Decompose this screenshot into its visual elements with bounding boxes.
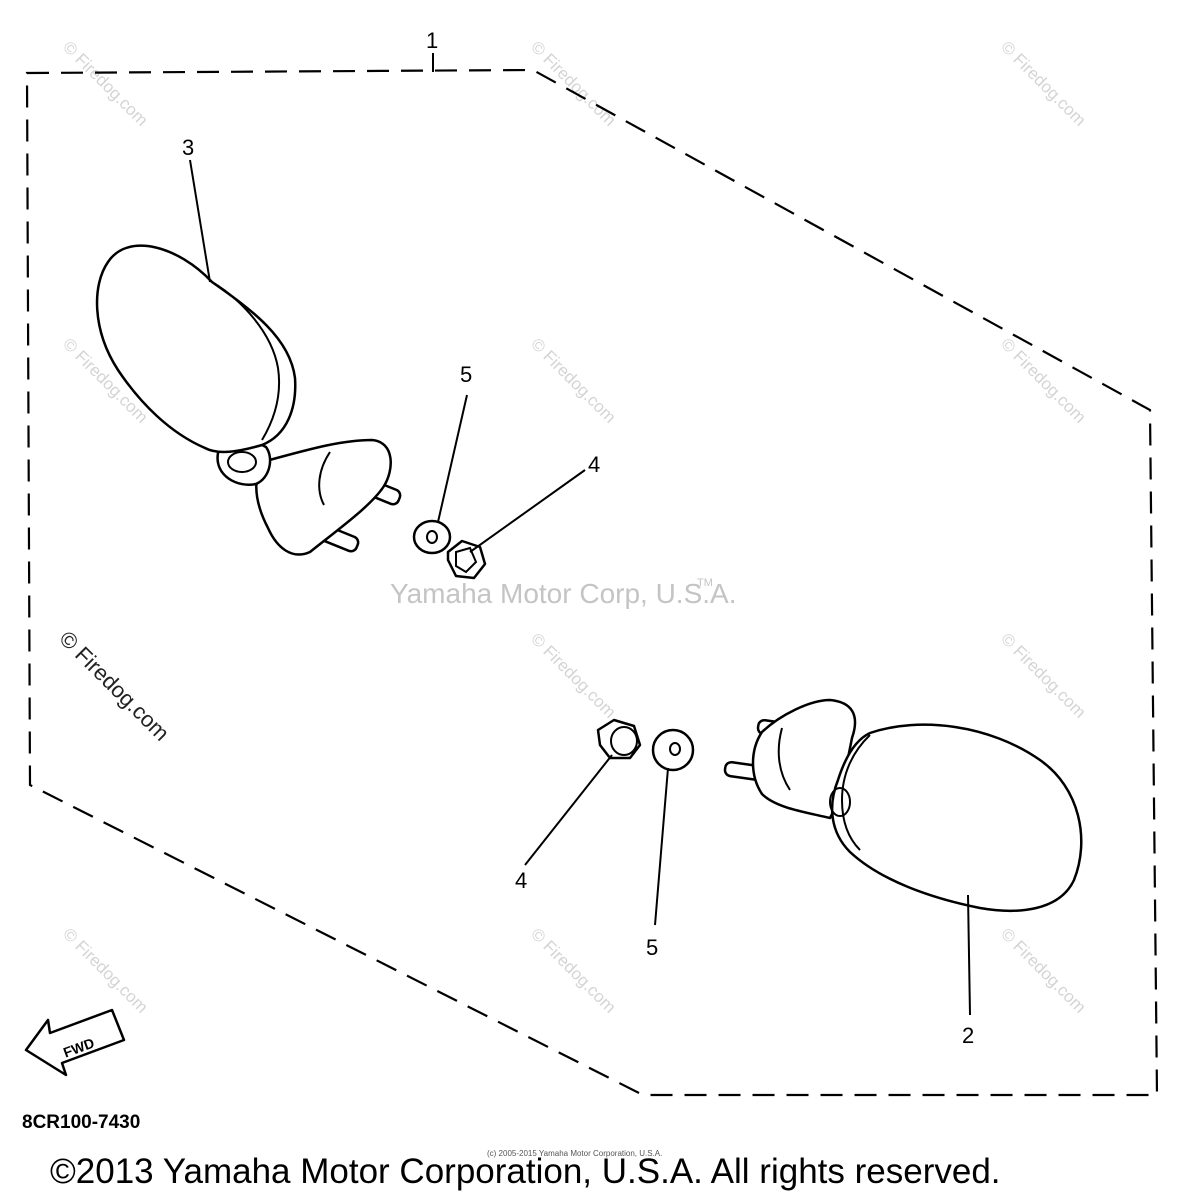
watermark-text: © Firedog.com	[59, 37, 151, 129]
watermark-text: © Firedog.com	[527, 924, 619, 1016]
leader-nut-upper	[469, 469, 586, 553]
assembly-outline	[25, 68, 1159, 1097]
leader-washer-upper	[437, 394, 468, 523]
mirror-left	[95, 244, 402, 556]
nut-upper	[446, 539, 487, 580]
leader-mirror-right	[967, 894, 971, 1016]
washer-upper	[412, 519, 452, 555]
hardware-lower	[596, 718, 695, 772]
callout-nut-upper: 4	[588, 452, 600, 477]
washer-lower	[651, 728, 695, 772]
callout-washer-upper: 5	[460, 362, 472, 387]
watermark-text: © Firedog.com	[997, 629, 1089, 721]
leader-mirror-left	[189, 159, 211, 283]
watermark-text: © Firedog.com	[997, 37, 1089, 129]
nut-lower-face	[610, 726, 638, 756]
leader-lines	[189, 159, 971, 1016]
watermark-text: © Firedog.com	[527, 629, 619, 721]
watermark-text: © Firedog.com	[59, 924, 151, 1016]
callout-washer-lower: 5	[646, 935, 658, 960]
leader-nut-lower	[524, 754, 613, 866]
mirror-right-head	[830, 723, 1083, 913]
hardware-upper	[412, 519, 487, 580]
center-watermark: Yamaha Motor Corp, U.S.A.	[390, 578, 737, 609]
mirror-left-head-rim	[211, 281, 280, 441]
forward-arrow-icon: FWD	[24, 1008, 126, 1077]
watermark-text: © Firedog.com	[527, 334, 619, 426]
leader-washer-lower	[654, 767, 669, 926]
callout-mirror-right: 2	[962, 1023, 974, 1048]
forward-arrow-shape	[24, 1008, 126, 1077]
nut-upper-face	[455, 546, 478, 574]
mirror-right-base-edge	[777, 727, 791, 791]
callout-mirror-left: 3	[182, 135, 194, 160]
washer-upper-hole	[426, 530, 438, 544]
tiny-copyright-notice: (c) 2005-2015 Yamaha Motor Corporation, …	[487, 1149, 662, 1158]
washer-lower-hole	[669, 742, 681, 756]
mirror-left-base	[255, 438, 392, 556]
mirror-left-base-edge	[318, 451, 331, 506]
watermark-text-dark: © Firedog.com	[54, 626, 174, 746]
mirror-right	[723, 698, 1083, 913]
trademark-mark: TM	[697, 577, 713, 589]
mirror-left-head	[95, 244, 297, 454]
diagram-code: 8CR100-7430	[22, 1112, 140, 1133]
mirror-left-stem-ring	[227, 451, 257, 473]
watermark-text: © Firedog.com	[527, 37, 619, 129]
footer-copyright: ©2013 Yamaha Motor Corporation, U.S.A. A…	[50, 1152, 1001, 1191]
callout-nut-lower: 4	[515, 868, 527, 893]
watermark-text: © Firedog.com	[997, 334, 1089, 426]
callout-assembly: 1	[426, 28, 438, 53]
mirror-right-stem-ring	[829, 787, 851, 817]
mirror-right-head-rim	[840, 734, 871, 851]
nut-lower	[596, 718, 642, 760]
watermark-text: © Firedog.com	[997, 924, 1089, 1016]
